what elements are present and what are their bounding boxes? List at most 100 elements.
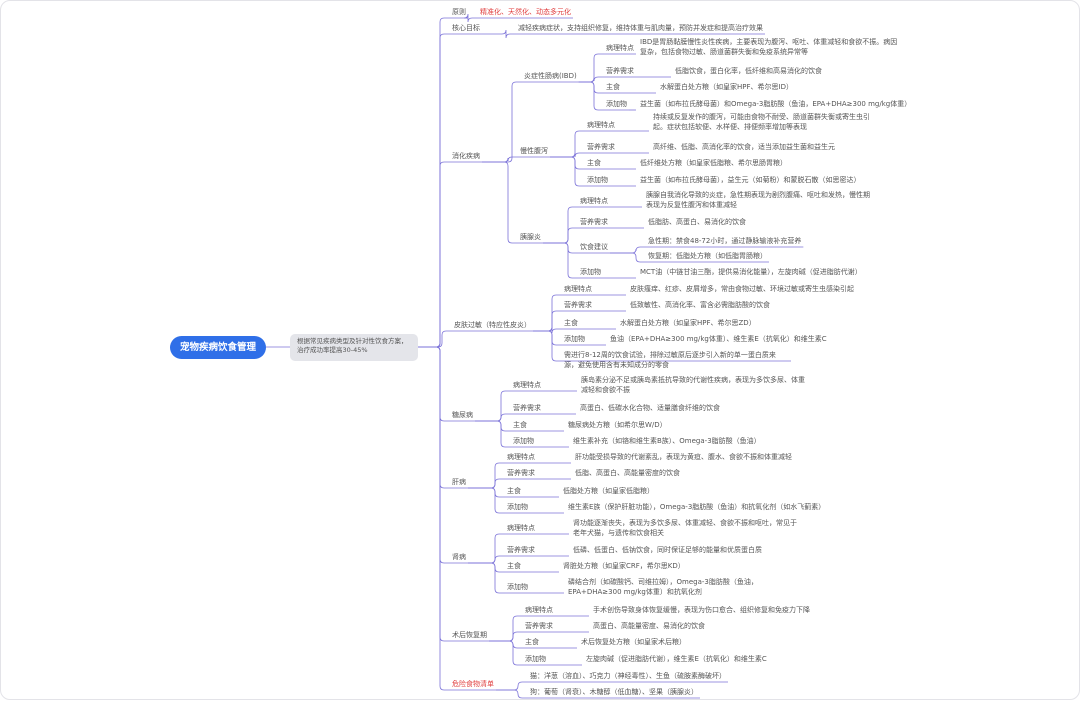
edge-b6b [468,478,505,489]
edge-g1 [482,81,522,163]
node-g1b[interactable]: 营养需求 [606,67,634,75]
detail-b8c: 术后恢复处方粮（如皇家术后粮） [581,638,686,646]
node-g1a[interactable]: 病理特点 [606,44,634,52]
detail-b5b: 高蛋白、低碳水化合物、适量膳食纤维的饮食 [580,404,720,412]
edge-b4e [533,330,562,362]
node-b8c[interactable]: 主食 [525,638,539,646]
node-b4b[interactable]: 营养需求 [564,301,592,309]
node-b6[interactable]: 肝病 [452,478,466,486]
node-b9a[interactable]: 猫：洋葱（溶血）、巧克力（神经毒性）、生鱼（硫胺素酶破坏） [530,672,726,680]
detail-b5a: 胰岛素分泌不足或胰岛素抵抗导致的代谢性疾病，表现为多饮多尿、体重减轻和食欲不振 [581,376,805,394]
detail-b7a: 肾功能逐渐丧失，表现为多饮多尿、体重减轻、食欲不振和呕吐，常见于老年犬猫，与遗传… [573,519,797,537]
edge-b4d [533,330,562,346]
edge-g2 [482,156,518,163]
edge-g3c [543,242,578,254]
detail-b4d: 鱼油（EPA+DHA≥300 mg/kg体重）、维生素E（抗氧化）和维生素C [610,335,827,343]
node-b2[interactable]: 核心目标 [452,24,480,32]
node-b1[interactable]: 原则 [452,8,466,16]
node-b8[interactable]: 术后恢复期 [452,631,487,639]
node-b2c1[interactable]: 减轻疾病症状，支持组织修复，维持体重与肌肉量，预防并发症和提高治疗效果 [518,24,763,32]
node-g2b[interactable]: 营养需求 [587,143,615,151]
node-b5d[interactable]: 添加物 [513,437,534,445]
detail-b4b: 低致敏性、高消化率、富含必需脂肪酸的饮食 [630,301,770,309]
edge-b5c [475,420,511,432]
edge-b3 [418,161,450,348]
node-b6a[interactable]: 病理特点 [507,453,535,461]
node-g1d[interactable]: 添加物 [606,100,627,108]
detail-b7b: 低磷、低蛋白、低钠饮食，同时保证足够的能量和优质蛋白质 [573,546,762,554]
node-b7d[interactable]: 添加物 [507,583,528,591]
node-b5b[interactable]: 营养需求 [513,404,541,412]
edge-g2d [550,156,585,187]
edge-g3a [543,206,578,244]
node-b3[interactable]: 消化疾病 [452,152,480,160]
detail-g3d: MCT油（中链甘油三酯，提供易消化能量），左旋肉碱（促进脂肪代谢） [640,268,862,276]
node-b7a[interactable]: 病理特点 [507,524,535,532]
detail-b7c: 肾脏处方粮（如皇家CRF，希尔思KD） [563,562,685,570]
node-b6b[interactable]: 营养需求 [507,469,535,477]
node-g3c2[interactable]: 恢复期：低脂处方粮（如低脂胃肠粮） [648,252,767,260]
edge-b5a [475,390,511,422]
detail-b8d: 左旋肉碱（促进脂肪代谢），维生素E（抗氧化）和维生素C [586,655,767,663]
node-b5[interactable]: 糖尿病 [452,411,473,419]
detail-b5c: 糖尿病处方粮（如希尔思W/D） [568,421,667,429]
edge-b4 [418,330,452,348]
node-b6d[interactable]: 添加物 [507,503,528,511]
node-b7[interactable]: 肾病 [452,553,466,561]
detail-b4a: 皮肤瘙痒、红疹、皮屑增多，常由食物过敏、环境过敏或寄生虫感染引起 [630,285,854,293]
node-b4d[interactable]: 添加物 [564,335,585,343]
detail-g2a: 持续或反复发作的腹泻，可能由食物不耐受、肠道菌群失衡或寄生虫引起。症状包括软便、… [653,113,870,131]
node-g3[interactable]: 胰腺炎 [520,233,541,241]
edge-b8a [489,615,523,642]
node-b7b[interactable]: 营养需求 [507,546,535,554]
node-b4c[interactable]: 主食 [564,319,578,327]
node-g3c1[interactable]: 急性期：禁食48-72小时，通过静脉输液补充营养 [648,237,802,245]
detail-g2d: 益生菌（如布拉氏酵母菌），益生元（如菊粉）和蒙脱石散（如思密达） [640,176,861,184]
node-g3b[interactable]: 营养需求 [580,218,608,226]
node-g2[interactable]: 慢性腹泻 [520,147,548,155]
detail-b6c: 低脂处方粮（如皇家低脂粮） [563,487,654,495]
detail-g3b: 低脂肪、高蛋白、易消化的饮食 [648,218,746,226]
detail-b6a: 肝功能受损导致的代谢紊乱，表现为黄疸、腹水、食欲不振和体重减轻 [575,453,792,461]
edge-g3d [543,242,578,279]
node-b7c[interactable]: 主食 [507,562,521,570]
node-b8b[interactable]: 营养需求 [525,622,553,630]
detail-b7d: 磷结合剂（如碳酸钙、司维拉姆），Omega-3脂肪酸（鱼油，EPA+DHA≥30… [568,578,758,596]
node-b1c1[interactable]: 精准化、天然化、动态多元化 [480,8,571,16]
node-b4[interactable]: 皮肤过敏（特应性皮炎） [454,321,531,329]
node-b8a[interactable]: 病理特点 [525,606,553,614]
root-node[interactable]: 宠物疾病饮食管理 [170,336,266,359]
edge-b8d [489,640,523,666]
node-g1[interactable]: 炎症性肠病(IBD) [524,72,577,80]
edge-g3c1 [610,246,646,254]
node-g3a[interactable]: 病理特点 [580,197,608,205]
edge-b9b [496,689,528,699]
node-g2d[interactable]: 添加物 [587,176,608,184]
detail-g2b: 高纤维、低脂、高消化率的饮食，适当添加益生菌和益生元 [653,143,835,151]
edge-b7b [468,555,505,564]
edge-b5d [475,420,511,448]
node-g1c[interactable]: 主食 [606,83,620,91]
node-g3d[interactable]: 添加物 [580,268,601,276]
node-b5a[interactable]: 病理特点 [513,381,541,389]
node-b9b[interactable]: 狗：葡萄（肾衰）、木糖醇（低血糖）、坚果（胰腺炎） [530,688,698,696]
node-b6c[interactable]: 主食 [507,487,521,495]
node-b4e[interactable]: 需进行8-12周的饮食试验，排除过敏原后逐步引入新的单一蛋白质来源，避免使用含有… [564,351,776,369]
node-g3c[interactable]: 饮食建议 [580,243,608,251]
edge-b1c1 [463,13,478,23]
edge-g2c [550,156,585,170]
node-b9[interactable]: 危险食物清单 [452,680,494,688]
edge-b6d [468,487,505,514]
node-b5c[interactable]: 主食 [513,421,527,429]
detail-b5d: 维生素补充（如铬和维生素B族）、Omega-3脂肪酸（鱼油） [573,437,761,445]
node-b8d[interactable]: 添加物 [525,655,546,663]
detail-b6d: 维生素E族（保护肝脏功能），Omega-3脂肪酸（鱼油）和抗氧化剂（如水飞蓟素） [568,503,826,511]
node-g2a[interactable]: 病理特点 [587,121,615,129]
detail-b8b: 高蛋白、高能量密度、易消化的饮食 [593,622,705,630]
edge-b7d [468,562,505,594]
node-g2c[interactable]: 主食 [587,159,601,167]
edge-b1 [418,17,450,348]
node-b4a[interactable]: 病理特点 [564,285,592,293]
edge-b8b [489,631,523,642]
edge-g1a [578,53,604,83]
